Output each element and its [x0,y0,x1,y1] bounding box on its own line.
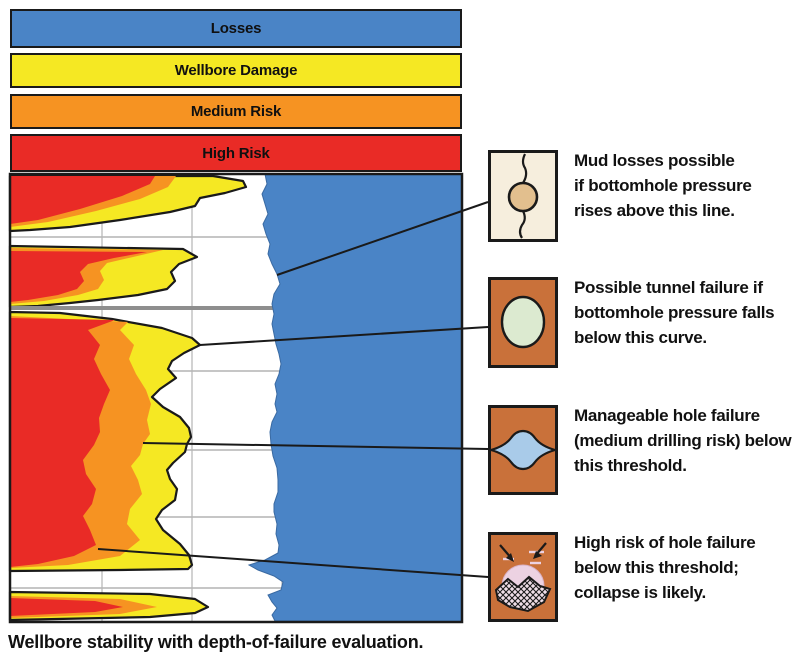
annotation-line: rises above this line. [574,201,735,220]
annotation-line: Possible tunnel failure if [574,278,763,297]
annotation-line: collapse is likely. [574,583,706,602]
tunnel-failure-icon [488,277,558,368]
annotation-line: bottomhole pressure falls [574,303,775,322]
legend-label: Medium Risk [190,103,282,120]
legend-bar-medium-risk: Medium Risk [10,94,462,129]
mud-loss-fracture-icon [488,150,558,242]
annotation-line: Manageable hole failure [574,406,760,425]
annotation-line: below this threshold; [574,558,739,577]
legend-label: Wellbore Damage [174,62,298,79]
legend-label: High Risk [202,144,270,162]
annotation-line: below this curve. [574,328,707,347]
annotation-line: High risk of hole failure [574,533,756,552]
figure-caption: Wellbore stability with depth-of-failure… [8,632,424,652]
legend-bar-losses: Losses [10,9,462,48]
annotation-manageable-failure: Manageable hole failure (medium drilling… [574,403,800,478]
annotation-high-risk-collapse: High risk of hole failure below this thr… [574,530,800,605]
hole-breakout-icon [488,405,558,495]
annotation-tunnel-failure: Possible tunnel failure if bottomhole pr… [574,275,800,350]
annotation-mud-losses: Mud losses possible if bottomhole pressu… [574,148,800,223]
annotation-line: (medium drilling risk) below [574,431,792,450]
legend-bar-high-risk: High Risk [10,134,462,172]
hole-collapse-icon [488,532,558,622]
legend-label: Losses [210,20,262,37]
annotation-line: if bottomhole pressure [574,176,752,195]
annotation-line: Mud losses possible [574,151,735,170]
annotation-line: this threshold. [574,456,687,475]
legend-bar-wellbore-damage: Wellbore Damage [10,53,462,88]
